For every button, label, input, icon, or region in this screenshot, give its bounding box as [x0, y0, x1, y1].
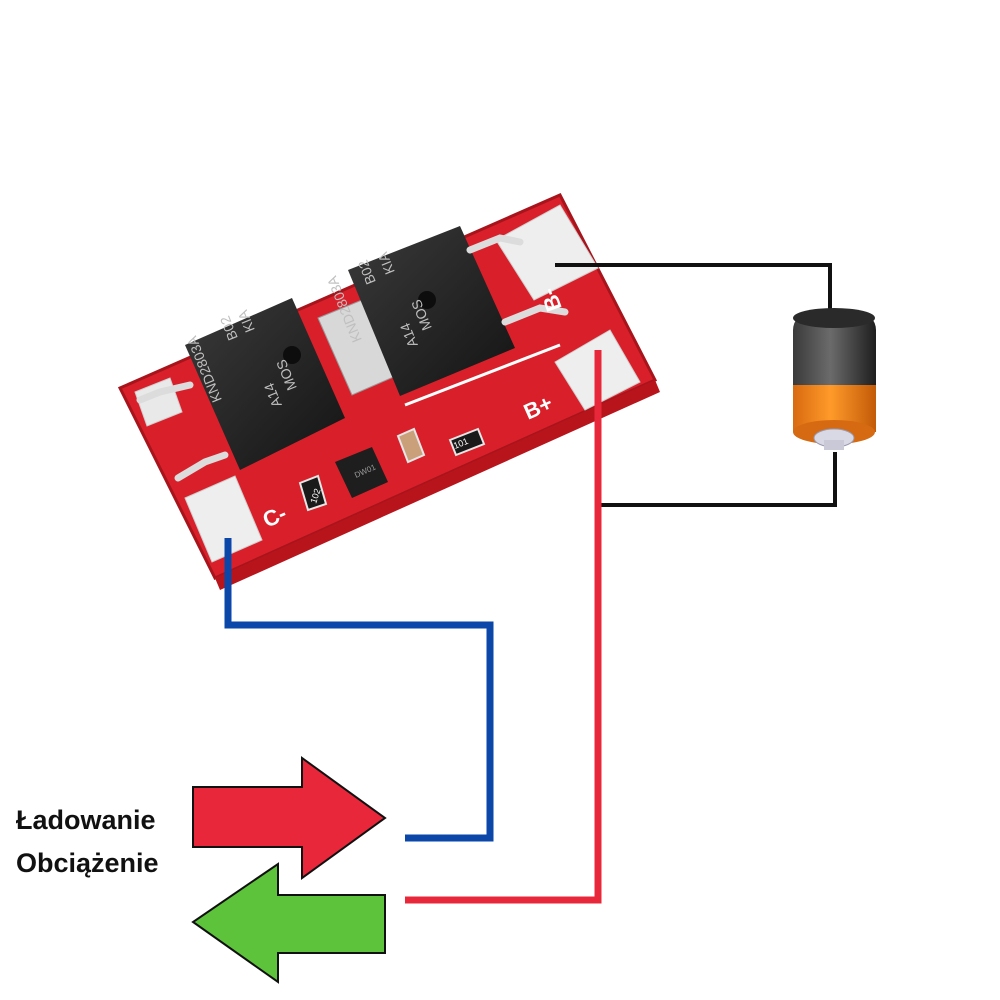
label-charging: Ładowanie — [16, 805, 156, 835]
battery-top — [793, 308, 875, 328]
mosfet-left-leg-2 — [174, 451, 229, 482]
mosfet-left — [185, 298, 345, 470]
pcb-edge — [215, 380, 660, 590]
battery-terminal-stem — [824, 440, 844, 450]
wire-load-negative — [224, 538, 494, 842]
resistor-101 — [448, 427, 486, 457]
mosfet-left-dot — [283, 346, 301, 364]
mosfet-right-leg-1 — [466, 234, 524, 254]
arrow-right-icon — [192, 756, 387, 880]
silkscreen-line — [404, 343, 561, 407]
wire-battery-negative — [555, 263, 832, 310]
battery-icon — [793, 308, 876, 450]
arrow-left-icon — [191, 862, 386, 984]
protection-board: KIA MOS B02 A14 KND2803A KIA MOS B02 A14… — [117, 193, 660, 590]
capacitor — [396, 427, 426, 464]
resistor-102 — [298, 474, 328, 512]
mosfet-right-dot — [418, 291, 436, 309]
wire-load-positive — [405, 350, 602, 904]
mosfet-right-leg-2 — [501, 304, 569, 326]
pad-b-minus — [495, 204, 599, 301]
label-load: Obciążenie — [16, 848, 159, 878]
mosfet-left-leg-1 — [136, 381, 194, 404]
mosfet-right — [348, 226, 515, 396]
resistor-102-label: 102 — [308, 487, 322, 504]
pad-c-minus — [184, 475, 263, 563]
wire-battery-positive — [600, 452, 837, 507]
ic-chip — [335, 447, 388, 498]
